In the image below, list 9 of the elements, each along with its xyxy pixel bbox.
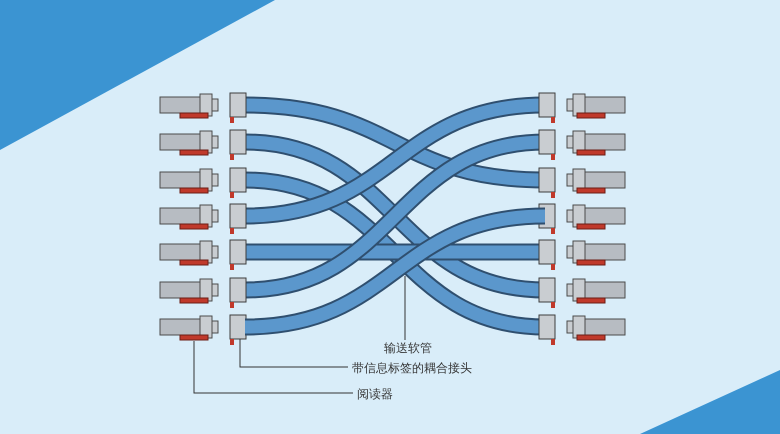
callout-label: 阅读器 [355, 386, 395, 403]
coupling-drawing [230, 314, 246, 345]
leader-line [194, 340, 354, 394]
callout-label: 带信息标签的耦合接头 [350, 360, 474, 377]
leader-line [240, 338, 348, 368]
hose-drawing [244, 208, 546, 336]
reader-drawing [160, 316, 218, 340]
callout-label: 输送软管 [382, 340, 434, 357]
leader-line [404, 276, 406, 340]
